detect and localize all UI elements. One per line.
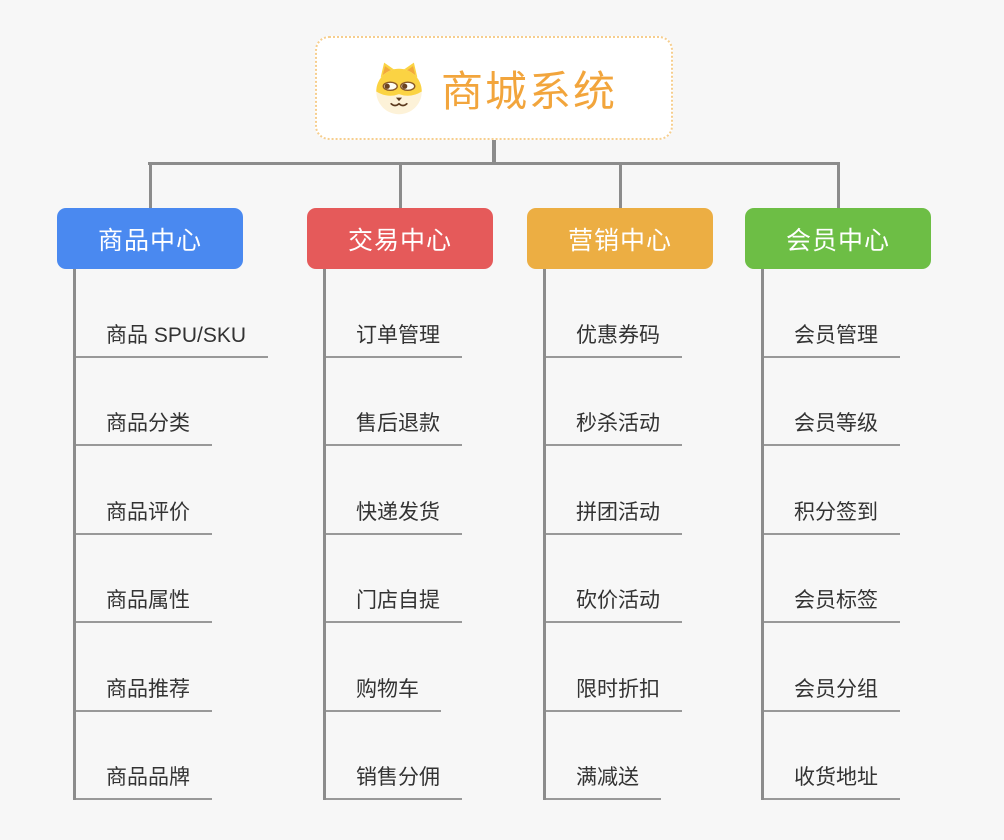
leaf-node[interactable]: 限时折扣 [546,623,682,712]
leaf-node[interactable]: 会员分组 [764,623,900,712]
connector-drop-marketing [619,162,622,210]
leaf-node[interactable]: 砍价活动 [546,535,682,623]
connector-drop-member [837,162,840,210]
leaf-node[interactable]: 门店自提 [326,535,462,623]
leaf-node[interactable]: 满减送 [546,712,661,800]
leaf-node[interactable]: 购物车 [326,623,441,712]
connector-drop-trade [399,162,402,210]
leaf-node[interactable]: 会员管理 [764,269,900,358]
leaf-node[interactable]: 商品推荐 [76,623,212,712]
leaf-node[interactable]: 积分签到 [764,446,900,535]
leaf-node[interactable]: 快递发货 [326,446,462,535]
leaf-node[interactable]: 拼团活动 [546,446,682,535]
branch-children-product: 商品 SPU/SKU 商品分类 商品评价 商品属性 商品推荐 商品品牌 [73,269,269,800]
branch-node-marketing-center[interactable]: 营销中心 [527,208,713,269]
dog-face-icon [376,62,422,115]
branch-node-trade-center[interactable]: 交易中心 [307,208,493,269]
leaf-node[interactable]: 商品分类 [76,358,212,446]
leaf-node[interactable]: 收货地址 [764,712,900,800]
connector-root-stub [492,140,496,165]
leaf-node[interactable]: 商品评价 [76,446,212,535]
branch-children-trade: 订单管理 售后退款 快递发货 门店自提 购物车 销售分佣 [323,269,462,800]
leaf-node[interactable]: 会员标签 [764,535,900,623]
root-title: 商城系统 [440,67,617,115]
leaf-node[interactable]: 销售分佣 [326,712,462,800]
leaf-node[interactable]: 商品品牌 [76,712,212,800]
leaf-node[interactable]: 商品属性 [76,535,212,623]
leaf-node[interactable]: 商品 SPU/SKU [76,269,269,358]
leaf-node[interactable]: 会员等级 [764,358,900,446]
leaf-node[interactable]: 订单管理 [326,269,462,358]
branch-node-member-center[interactable]: 会员中心 [745,208,931,269]
root-node[interactable]: 商城系统 [315,36,673,140]
branch-children-marketing: 优惠券码 秒杀活动 拼团活动 砍价活动 限时折扣 满减送 [543,269,682,800]
branch-node-product-center[interactable]: 商品中心 [57,208,243,269]
leaf-node[interactable]: 售后退款 [326,358,462,446]
branch-children-member: 会员管理 会员等级 积分签到 会员标签 会员分组 收货地址 [761,269,900,800]
leaf-node[interactable]: 秒杀活动 [546,358,682,446]
leaf-node[interactable]: 优惠券码 [546,269,682,358]
connector-drop-product [149,162,152,210]
connector-horizontal-bus [148,162,840,165]
